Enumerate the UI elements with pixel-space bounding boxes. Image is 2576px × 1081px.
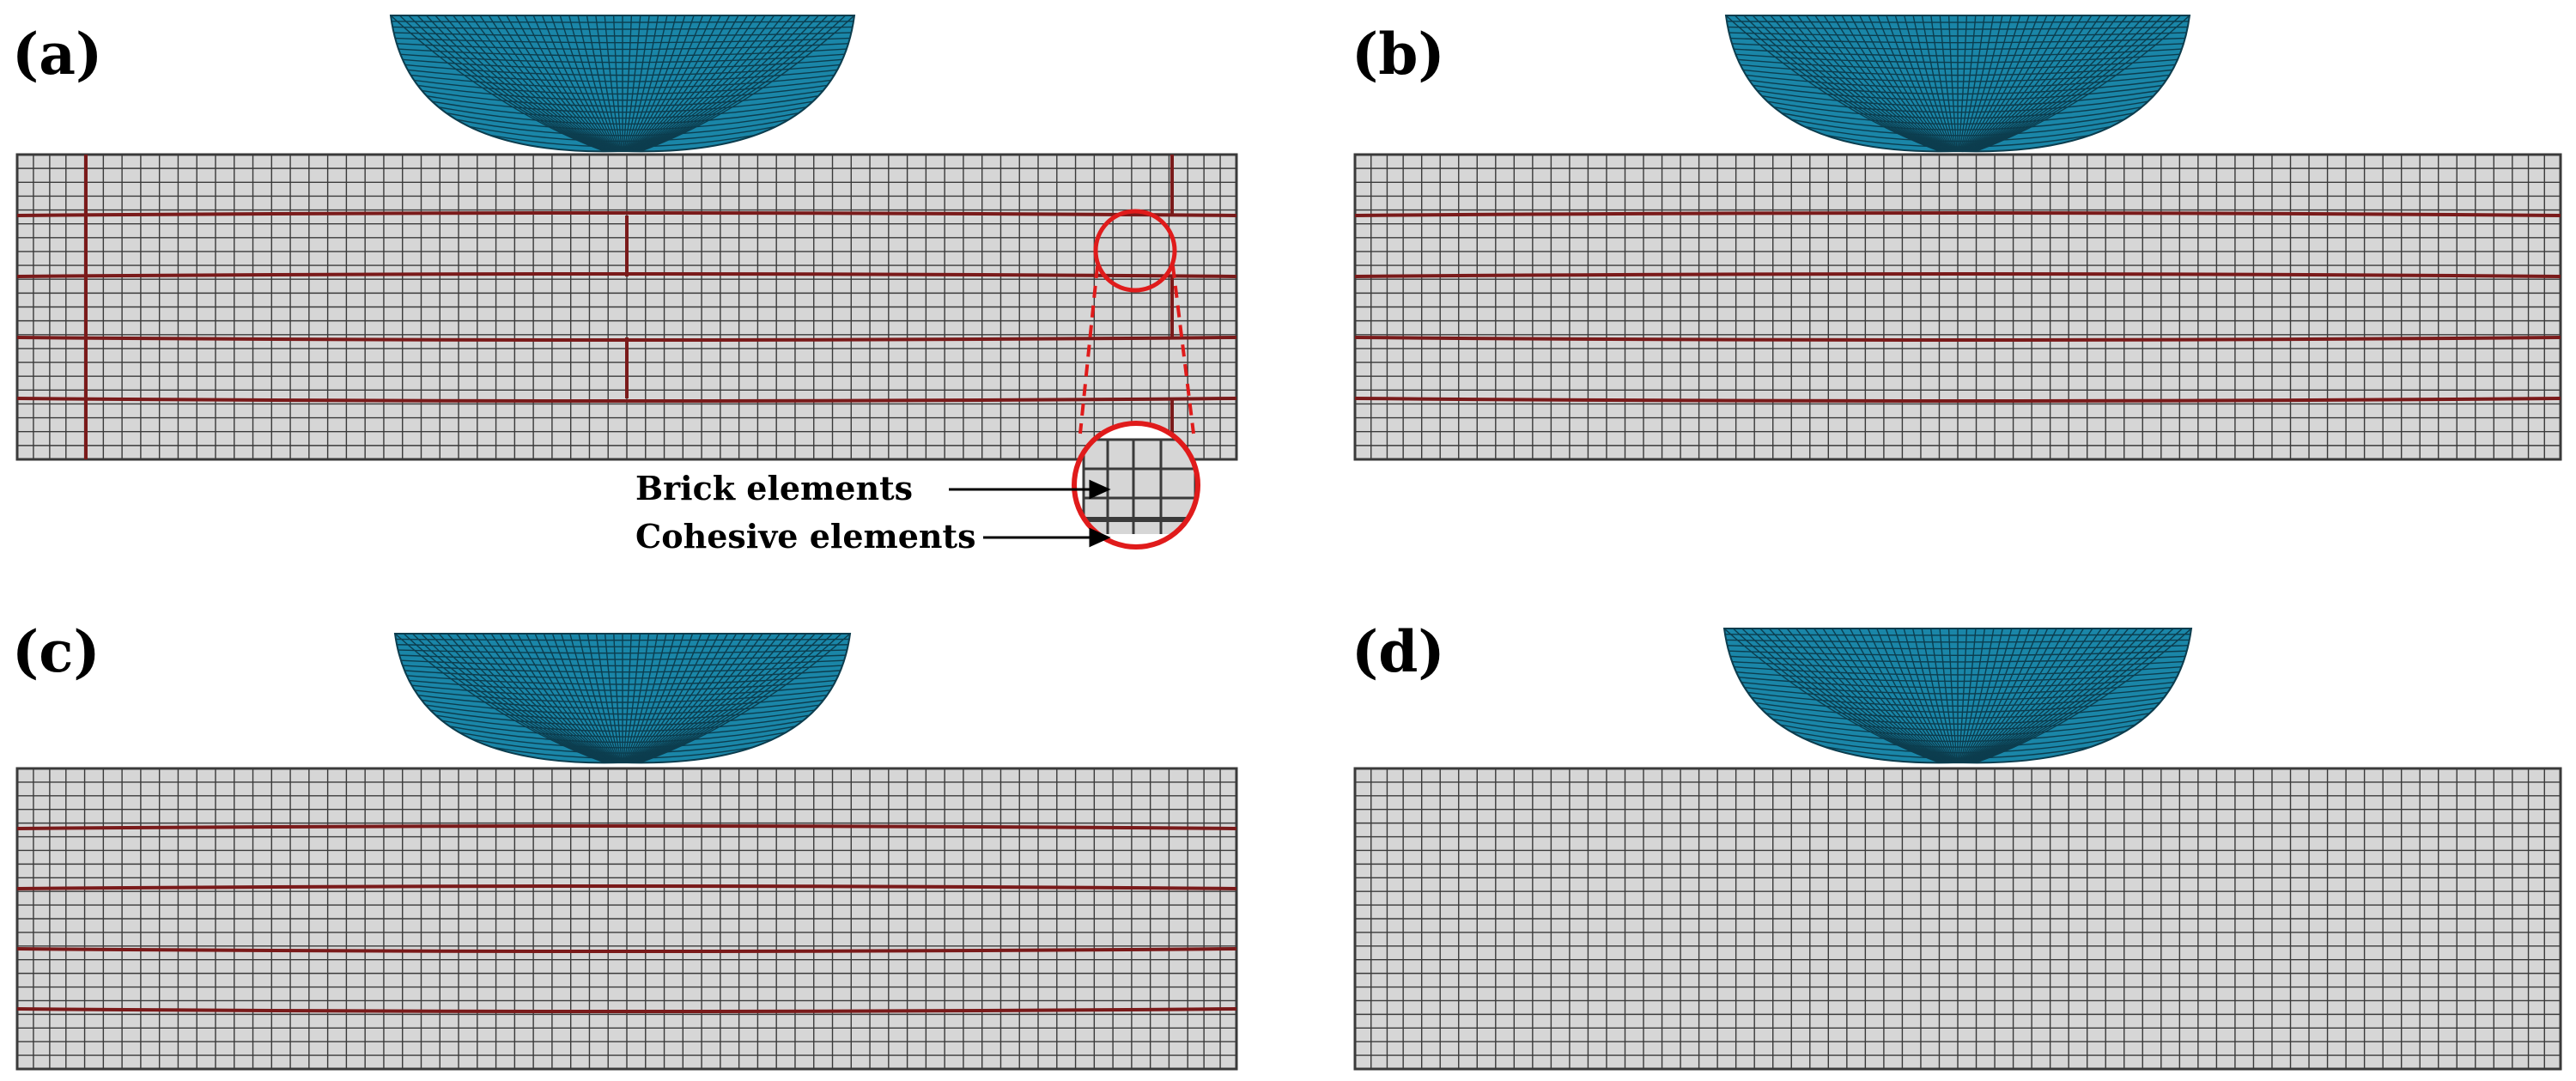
laminate-mesh <box>1353 153 2562 461</box>
brick-arrowhead <box>1089 479 1111 500</box>
cohesive-layer <box>1354 272 2561 278</box>
cohesive-arrowhead <box>1089 527 1111 548</box>
impactor-mesh <box>1724 629 2191 763</box>
panel-label-d: (d) <box>1352 618 1445 685</box>
panel-label-a: (a) <box>12 21 103 88</box>
laminate-mesh <box>1353 767 2562 1071</box>
cohesive-layers <box>16 824 1237 1013</box>
laminate-mesh <box>15 767 1238 1071</box>
impactor <box>389 15 856 153</box>
cohesive-layer <box>1354 336 2561 342</box>
panel-d <box>1353 628 2562 1071</box>
zoom-callout <box>949 209 1200 550</box>
impactor-outline <box>389 15 856 153</box>
cohesive-layers <box>1354 211 2561 403</box>
vertical-cohesive-cuts <box>84 155 1174 459</box>
impactor-outline <box>393 633 852 764</box>
impactor <box>393 633 852 764</box>
impactor-outline <box>1724 15 2191 153</box>
laminate-outline <box>1353 153 2562 461</box>
zoom-connector <box>1171 265 1195 434</box>
cohesive-layer <box>16 211 1237 217</box>
panel-c <box>15 633 1238 1071</box>
cohesive-layer <box>16 947 1237 953</box>
impactor <box>1722 628 2193 764</box>
panel-label-c: (c) <box>12 618 100 685</box>
brick-elements-label: Brick elements <box>635 469 913 507</box>
callout-arrows <box>949 479 1111 548</box>
panel-b <box>1353 15 2562 461</box>
cohesive-layer <box>16 1007 1237 1013</box>
cohesive-layer <box>16 884 1237 890</box>
laminate-outline <box>15 153 1238 461</box>
cohesive-elements-label: Cohesive elements <box>635 517 975 556</box>
element-grid <box>1354 768 2561 1070</box>
impactor-mesh <box>1726 15 2190 152</box>
panel-a <box>15 15 1238 461</box>
impactor-outline <box>1722 628 2193 764</box>
cohesive-layer <box>16 397 1237 403</box>
element-grid <box>16 768 1237 1070</box>
impactor-mesh <box>395 634 850 763</box>
laminate-mesh <box>15 153 1238 461</box>
laminate-outline <box>15 767 1238 1071</box>
zoom-circle <box>1072 421 1200 550</box>
panel-label-b: (b) <box>1352 21 1445 88</box>
cohesive-layer <box>16 824 1237 830</box>
zoom-connector <box>1078 265 1099 434</box>
zoom-source-circle <box>1093 209 1177 293</box>
impactor <box>1724 15 2191 153</box>
cohesive-layer <box>1354 211 2561 217</box>
laminate-outline <box>1353 767 2562 1071</box>
cohesive-layer <box>1354 397 2561 403</box>
